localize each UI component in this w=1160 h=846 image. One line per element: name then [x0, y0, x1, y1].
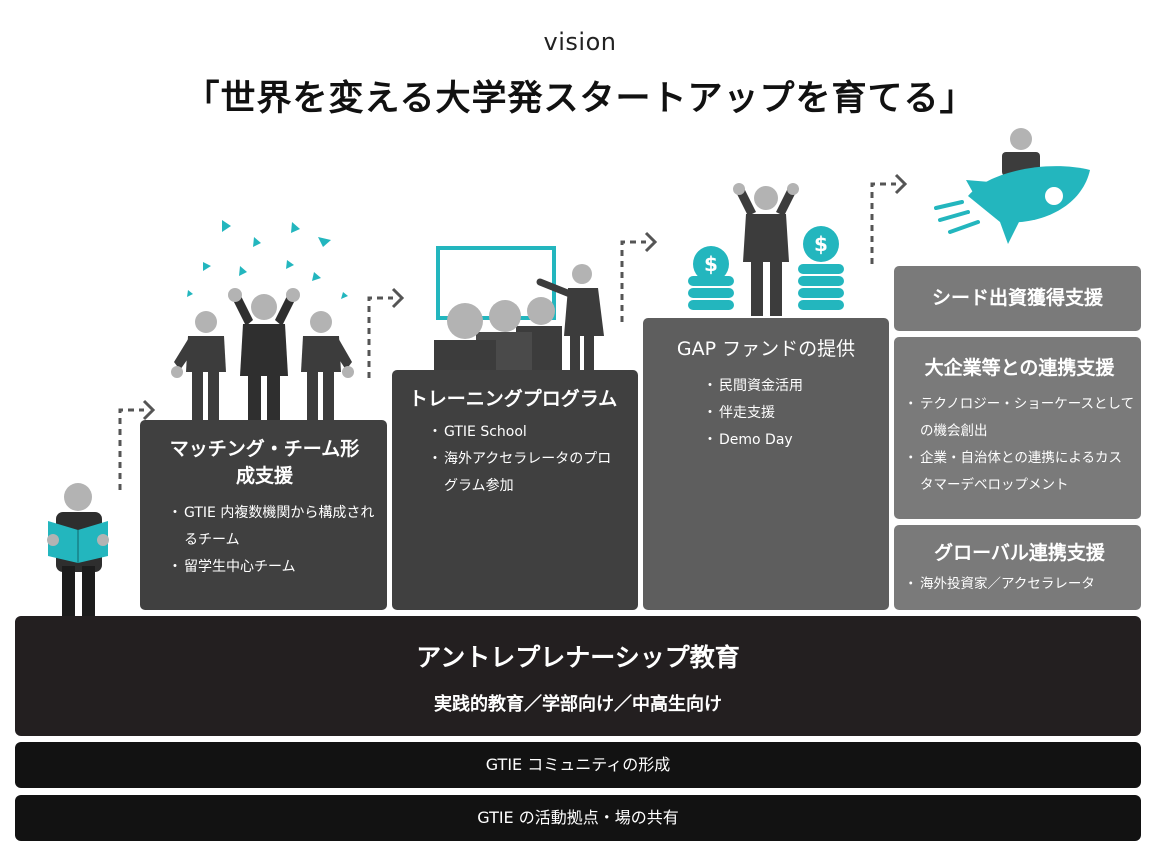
- support-title: シード出資獲得支援: [931, 287, 1103, 309]
- hub-bar: GTIE の活動拠点・場の共有: [15, 795, 1141, 841]
- presenter-audience-icon: [434, 246, 604, 370]
- list-item: 海外投資家／アクセラレータ: [904, 571, 1135, 598]
- reading-person-icon: [47, 483, 109, 618]
- list-item: 民間資金活用: [703, 373, 873, 400]
- entrepreneurship-education-bar: アントレプレナーシップ教育 実践的教育／学部向け／中高生向け: [15, 616, 1141, 736]
- community-bar: GTIE コミュニティの形成: [15, 742, 1141, 788]
- foundation-title: アントレプレナーシップ教育: [416, 643, 740, 672]
- support-list: 海外投資家／アクセラレータ: [904, 571, 1135, 598]
- support-global-partnership: グローバル連携支援 海外投資家／アクセラレータ: [894, 525, 1141, 610]
- list-item: Demo Day: [703, 427, 873, 454]
- vision-title: 「世界を変える大学発スタートアップを育てる」: [184, 79, 976, 119]
- list-item: 留学生中心チーム: [168, 554, 375, 581]
- support-corporate-partnership: 大企業等との連携支援 テクノロジー・ショーケースとしての機会創出 企業・自治体と…: [894, 337, 1141, 519]
- step-arrow-icon: [620, 231, 657, 324]
- step-title: GAP ファンドの提供: [676, 338, 856, 360]
- foundation-subtitle: 実践的教育／学部向け／中高生向け: [434, 694, 722, 715]
- svg-text:$: $: [704, 252, 718, 276]
- list-item: 企業・自治体との連携によるカスタマーデベロップメント: [904, 445, 1135, 499]
- rocket-rider-icon: [934, 128, 1090, 244]
- step-arrow-icon: [870, 173, 907, 266]
- step-list: GTIE 内複数機関から構成されるチーム 留学生中心チーム: [168, 500, 375, 581]
- step-matching-team: マッチング・チーム形成支援 GTIE 内複数機関から構成されるチーム 留学生中心…: [140, 420, 387, 610]
- cheering-team-icon: [171, 220, 354, 420]
- support-seed-investment: シード出資獲得支援: [894, 266, 1141, 331]
- coin-stacks-icon: $ $: [688, 183, 844, 316]
- support-list: テクノロジー・ショーケースとしての機会創出 企業・自治体との連携によるカスタマー…: [904, 391, 1135, 499]
- step-gap-fund: GAP ファンドの提供 民間資金活用 伴走支援 Demo Day: [643, 318, 889, 610]
- vision-label: vision: [543, 28, 617, 56]
- svg-text:$: $: [814, 232, 828, 256]
- step-list: GTIE School 海外アクセラレータのプログラム参加: [428, 419, 622, 500]
- step-training-program: トレーニングプログラム GTIE School 海外アクセラレータのプログラム参…: [392, 370, 638, 610]
- step-title: トレーニングプログラム: [408, 388, 618, 410]
- list-item: GTIE School: [428, 419, 622, 446]
- support-title: グローバル連携支援: [934, 542, 1105, 564]
- list-item: GTIE 内複数機関から構成されるチーム: [168, 500, 375, 554]
- step-title: マッチング・チーム形成支援: [169, 438, 360, 487]
- list-item: 海外アクセラレータのプログラム参加: [428, 446, 622, 500]
- support-title: 大企業等との連携支援: [924, 357, 1115, 379]
- list-item: テクノロジー・ショーケースとしての機会創出: [904, 391, 1135, 445]
- list-item: 伴走支援: [703, 400, 873, 427]
- step-list: 民間資金活用 伴走支援 Demo Day: [703, 373, 873, 454]
- step-arrow-icon: [367, 287, 404, 380]
